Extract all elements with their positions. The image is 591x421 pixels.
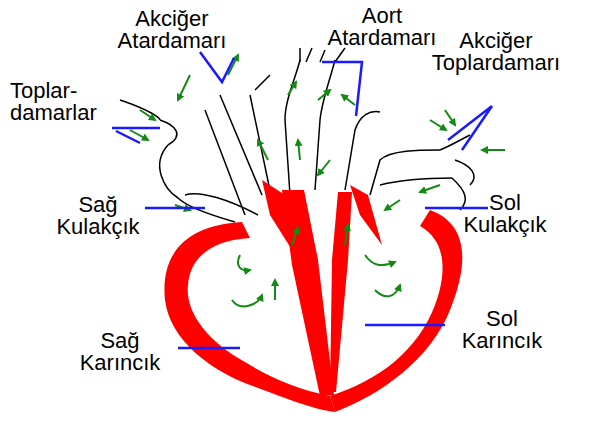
part-label: Sağ Kulakçık	[56, 194, 139, 238]
part-label: Aort Atardamarı	[328, 5, 437, 49]
part-label: Toplar- damarlar	[10, 80, 97, 124]
part-label: Sağ Karıncık	[80, 330, 161, 374]
part-label: Akciğer Toplardamarı	[432, 30, 560, 74]
part-label: Sol Karıncık	[462, 308, 543, 352]
part-label: Sol Kulakçık	[463, 192, 546, 236]
part-label: Akciğer Atardamarı	[118, 8, 227, 52]
